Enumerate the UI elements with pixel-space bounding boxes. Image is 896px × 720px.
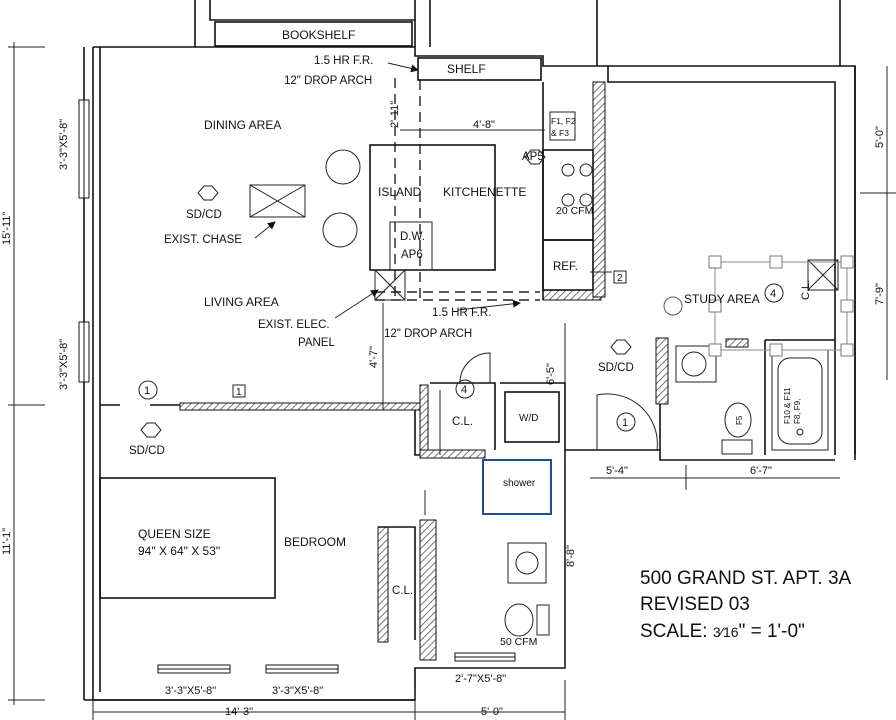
title-scale: SCALE: 3⁄16" = 1'-0" [640, 621, 805, 642]
label-dw-1: D.W. [400, 231, 425, 243]
label-f-panel-1: F1, F2 [551, 116, 576, 126]
leader-lines [254, 62, 612, 319]
label-shower: shower [503, 478, 536, 489]
selection-overlay[interactable] [663, 255, 854, 357]
dim-study-width-2: 6'-7" [750, 465, 772, 477]
label-f-panel-2: & F3 [551, 128, 569, 138]
label-ref: REF. [553, 261, 578, 273]
tags [138, 149, 784, 438]
dim-study-width-1: 5'-4" [606, 465, 628, 477]
label-dw-2: AP6 [401, 249, 423, 261]
left-windows [78, 99, 90, 383]
dim-window-left-2: 3'-3"X5'-8" [58, 339, 70, 390]
dim-overall-lower: 11'-1" [1, 528, 13, 555]
dim-right-lower: 7'-9" [874, 283, 886, 305]
label-ap5: AP5 [522, 151, 544, 163]
label-wd: W/D [519, 413, 538, 424]
tag-1: 1 [622, 417, 628, 429]
rotate-handle-icon[interactable] [663, 296, 683, 316]
dim-window-left-1: 3'-3"X5'-8" [58, 119, 70, 170]
dim-width-bedroom: 14'-3" [225, 706, 253, 718]
label-island: ISLAND [378, 185, 422, 199]
door-swings [424, 352, 658, 515]
label-sdcd-2: SD/CD [129, 445, 165, 457]
bottom-windows [157, 652, 516, 674]
dim-living-depth: 4'-7" [368, 346, 380, 368]
interior-walls [100, 81, 835, 661]
label-exist-elec-2: PANEL [298, 337, 335, 349]
tag-4b: 4 [770, 288, 776, 300]
island [369, 144, 496, 301]
dining-furniture [249, 149, 361, 248]
label-sdcd-1: SD/CD [186, 209, 222, 221]
tag-4a: 4 [461, 384, 467, 396]
label-closet-2: C.L. [392, 585, 413, 597]
label-bedroom: BEDROOM [284, 535, 346, 549]
dim-island-gap: 2'-11" [389, 101, 401, 128]
label-fan-kitchen: 20 CFM [556, 205, 593, 217]
label-tub-2: F8, F9, [793, 399, 802, 424]
bed [99, 477, 276, 599]
scale-suffix: " = 1'-0" [739, 621, 805, 642]
label-fan-bath: 50 CFM [500, 636, 537, 648]
shelving [214, 21, 542, 81]
label-drop-arch-bottom-1: 1.5 HR F.R. [432, 307, 491, 319]
washer-dryer [504, 391, 560, 443]
dim-width-bath: 5'-0" [481, 706, 503, 718]
study-closet [807, 259, 839, 291]
scale-fraction: 3⁄16 [713, 624, 739, 640]
title-block: 500 GRAND ST. APT. 3A REVISED 03 SCALE: … [640, 568, 852, 642]
title-address: 500 GRAND ST. APT. 3A [640, 568, 852, 589]
label-exist-chase: EXIST. CHASE [164, 234, 242, 246]
label-dining-area: DINING AREA [204, 118, 281, 132]
dim-window-bottom-2: 3'-3"X5'-8" [272, 685, 323, 697]
label-closet-3: C.L. [800, 280, 812, 300]
dim-window-bottom-3: 2'-7"X5'-8" [455, 673, 506, 685]
dim-kitchen-width: 4'-8" [473, 119, 495, 131]
shower-box[interactable] [482, 459, 552, 515]
label-shelf: SHELF [447, 62, 486, 76]
scale-prefix: SCALE: [640, 621, 713, 642]
label-bookshelf: BOOKSHELF [282, 28, 355, 42]
label-drop-arch-top-2: 12" DROP ARCH [284, 75, 372, 87]
tag-3: 1 [144, 385, 150, 397]
label-drop-arch-top-1: 1.5 HR F.R. [314, 55, 373, 67]
label-toilet: F5 [735, 415, 744, 425]
dim-hall-depth: 6'-5" [545, 363, 557, 385]
kitchen-counter [542, 111, 594, 291]
dim-overall-upper: 15'-11" [1, 212, 13, 245]
tag-1-square: 1 [236, 387, 242, 398]
dim-window-bottom-1: 3'-3"X5'-8" [165, 685, 216, 697]
label-queen-1: QUEEN SIZE [138, 527, 211, 541]
dim-bath-length: 8'-8" [565, 545, 577, 567]
label-tub-1: F10 & F11 [783, 387, 792, 424]
dimension-lines [8, 42, 896, 720]
label-kitchenette: KITCHENETTE [443, 185, 526, 199]
label-sdcd-3: SD/CD [598, 362, 634, 374]
drop-arches [375, 78, 540, 301]
label-queen-2: 94" X 64" X 53" [138, 544, 220, 558]
label-living-area: LIVING AREA [204, 295, 279, 309]
label-exist-elec-1: EXIST. ELEC. [258, 319, 330, 331]
label-closet-1: C.L. [452, 416, 473, 428]
title-revision: REVISED 03 [640, 594, 750, 615]
label-study-area: STUDY AREA [684, 292, 760, 306]
tag-2-square: 2 [617, 273, 623, 284]
label-drop-arch-bottom-2: 12" DROP ARCH [384, 328, 472, 340]
dim-right-upper: 5'-0" [874, 126, 886, 148]
